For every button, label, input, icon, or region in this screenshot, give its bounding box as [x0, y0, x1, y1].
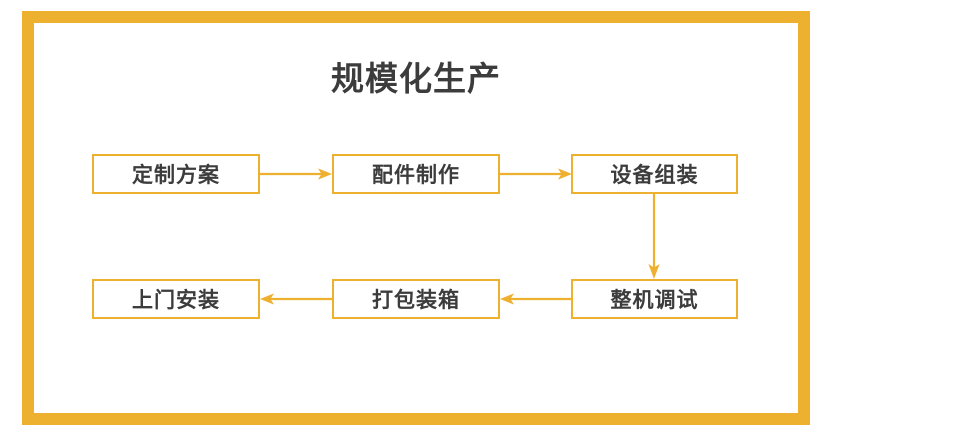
flow-node-custom-plan[interactable]: 定制方案 — [92, 154, 260, 194]
arrow-right-icon — [500, 164, 572, 184]
page-title: 规模化生产 — [331, 59, 501, 98]
flow-node-label: 配件制作 — [372, 163, 460, 187]
flow-node-label: 设备组装 — [610, 163, 699, 187]
flow-node-label: 打包装箱 — [372, 288, 460, 312]
flow-node-label: 定制方案 — [132, 163, 220, 187]
flow-node-parts-manufacturing[interactable]: 配件制作 — [332, 154, 500, 194]
flow-node-packing[interactable]: 打包装箱 — [332, 279, 500, 319]
arrow-down-icon — [644, 194, 664, 279]
arrow-left-icon — [500, 289, 572, 309]
flow-node-label: 上门安装 — [132, 288, 220, 312]
flow-node-label: 整机调试 — [610, 288, 699, 312]
flow-node-onsite-installation[interactable]: 上门安装 — [92, 279, 260, 319]
decorative-frame — [22, 11, 810, 425]
arrow-right-icon — [260, 164, 332, 184]
flow-node-equipment-assembly[interactable]: 设备组装 — [571, 154, 738, 194]
arrow-left-icon — [260, 289, 332, 309]
flow-node-machine-debugging[interactable]: 整机调试 — [571, 279, 738, 319]
